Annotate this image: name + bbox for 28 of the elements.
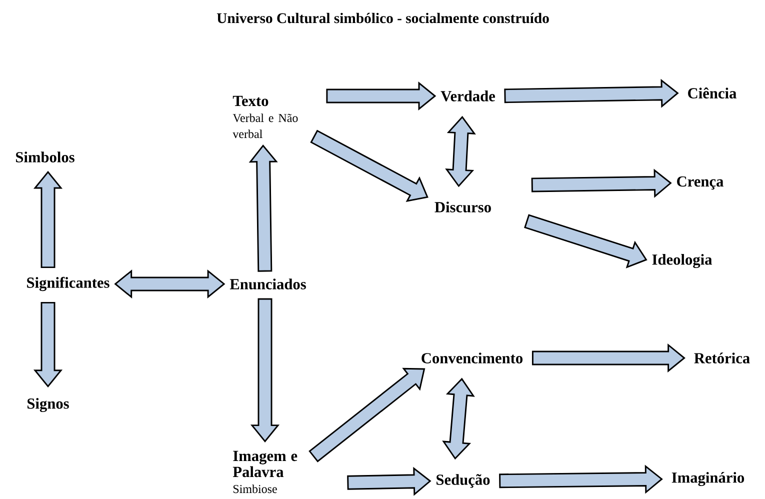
node-label: Ideologia [652, 254, 712, 268]
node-label: Ciência [688, 88, 736, 98]
node-label: Significantes [27, 276, 110, 292]
block-arrow [33, 170, 63, 268]
node-label: Convencimento [422, 352, 523, 364]
block-arrow [504, 78, 679, 108]
node-label: Enunciados [230, 278, 306, 290]
block-arrow [532, 343, 686, 373]
block-arrow [33, 302, 63, 388]
block-arrow [531, 168, 672, 198]
node-label: Crença [677, 176, 724, 190]
block-arrow [250, 298, 280, 442]
node-label: Verdade [440, 90, 495, 102]
node-label: Discurso [434, 202, 491, 212]
node-label: Retórica [694, 352, 750, 364]
block-arrow [248, 144, 278, 272]
title: Universo Cultural simbólico - socialmente construído [216, 12, 549, 24]
block-arrow [308, 368, 426, 462]
node-label: Imaginário [672, 472, 744, 486]
node-label: Signos [28, 398, 69, 412]
block-arrow [347, 466, 432, 496]
block-arrow [499, 464, 663, 494]
block-arrow [326, 81, 436, 111]
node-label: Sedução [436, 474, 490, 488]
block-arrow [524, 214, 648, 268]
node-label: Imagem e Palavra Simbiose [232, 450, 298, 494]
node-label: Simbolos [16, 152, 74, 162]
node-label: Texto Verbal e Não verbal [232, 96, 298, 138]
